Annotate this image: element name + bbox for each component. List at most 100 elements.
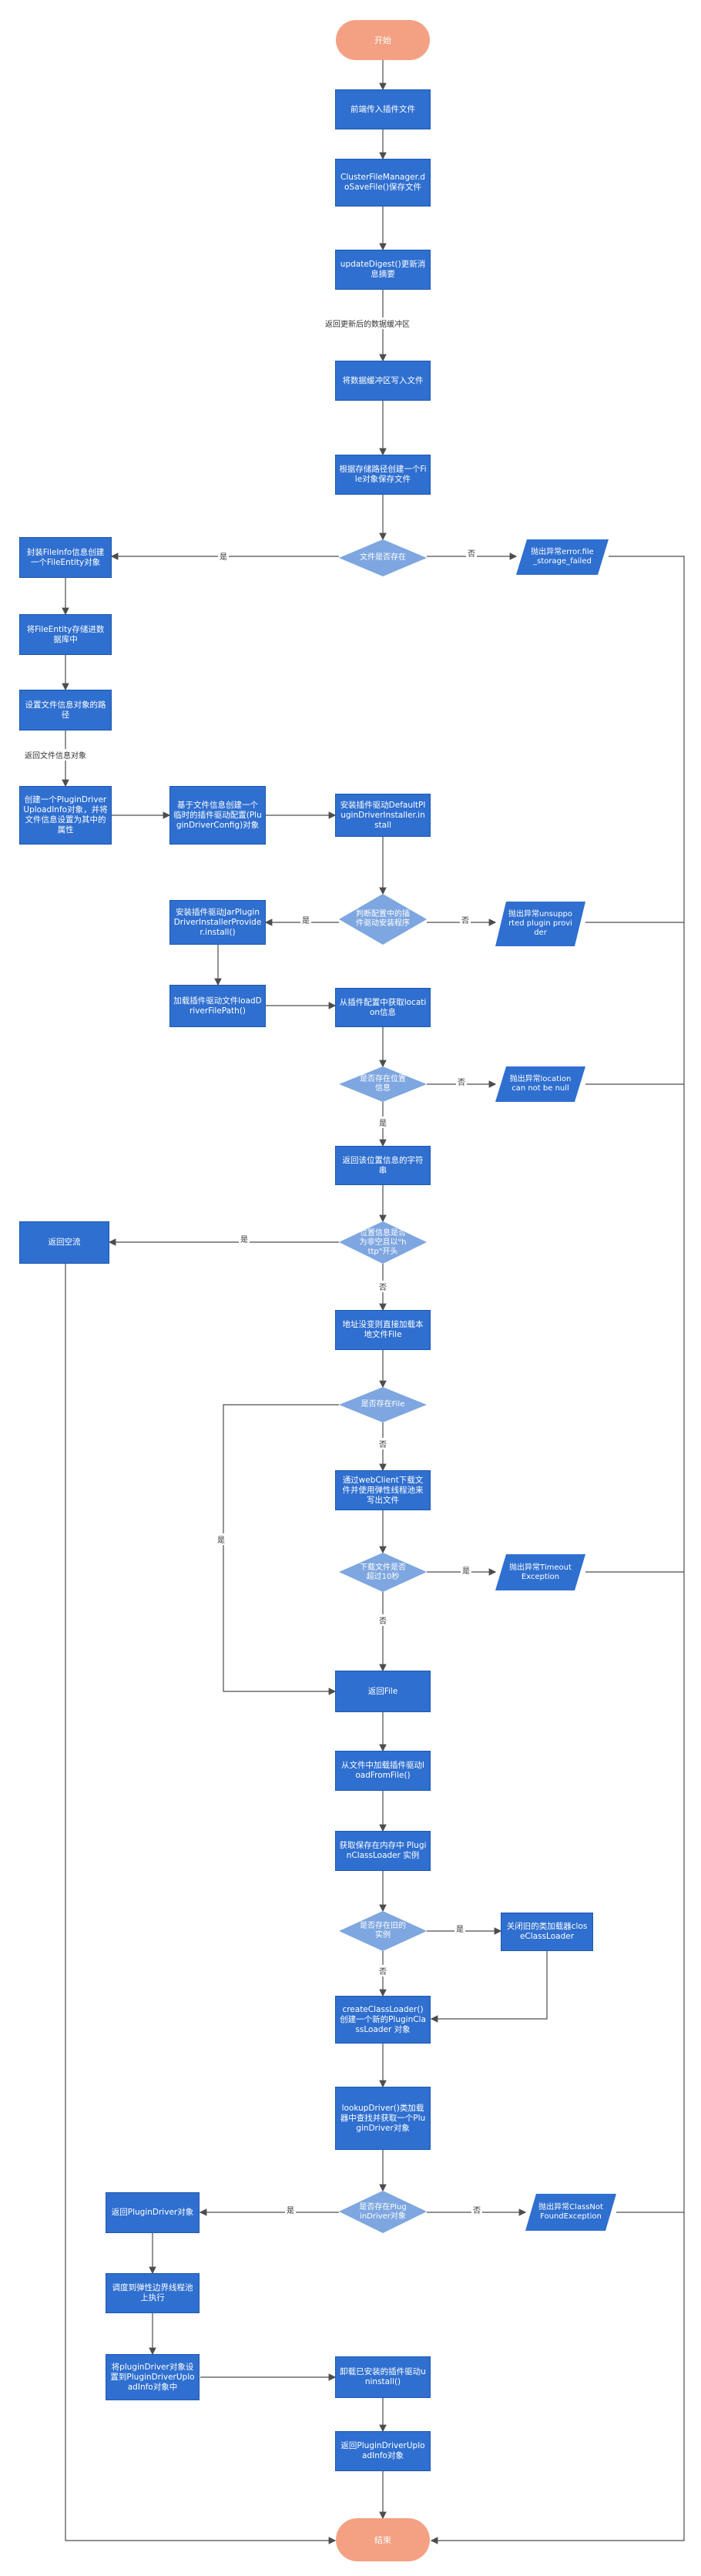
step-text: 调度到弹性边界线程池上执行 <box>112 2283 193 2302</box>
diamond-shape <box>339 1066 427 1102</box>
step-text: 将FileEntity存储进数据库中 <box>26 624 105 644</box>
step-text: 从插件配置中获取location信息 <box>339 997 427 1017</box>
step-text: 前端传入插件文件 <box>350 104 415 114</box>
driver-exists-decision: 是否存在PluginDriver对象 <box>339 2191 427 2233</box>
step-text: 返回空流 <box>48 1238 81 1247</box>
return-empty-stream-step: 返回空流 <box>19 1221 109 1264</box>
no-label: 否 <box>377 1438 388 1449</box>
get-location-step: 从插件配置中获取location信息 <box>335 988 431 1027</box>
yes-label: 是 <box>239 1233 250 1244</box>
decision-text: 位置信息是否为非空且以"http"开头 <box>359 1228 407 1256</box>
decision-text: 是否存在位置信息 <box>360 1075 406 1093</box>
exception-text: 抛出异常ClassNotFoundException <box>538 2203 603 2221</box>
exception-text: 抛出异常location can not be null <box>509 1075 572 1093</box>
no-label: 否 <box>466 547 477 559</box>
yes-label: 是 <box>454 1923 465 1934</box>
parallelogram-shape <box>516 539 609 575</box>
return-plugin-driver-step: 返回PluginDriver对象 <box>106 2192 200 2233</box>
step-text: 卸载已安装的插件驱动uninstall() <box>340 2367 426 2386</box>
diamond-shape <box>339 1911 427 1951</box>
step-text: 基于文件信息创建一个临时的插件驱动配置(PluginDriverConfig)对… <box>173 800 262 830</box>
yes-label: 是 <box>285 2204 296 2215</box>
buffer-return-label: 返回更新后的数据缓冲区 <box>324 317 411 329</box>
class-not-found-exception: 抛出异常ClassNotFoundException <box>525 2194 616 2231</box>
yes-label: 是 <box>377 1117 388 1128</box>
install-driver-step: 安装插件驱动DefaultPluginDriverInstaller.insta… <box>335 794 431 837</box>
step-text: 将pluginDriver对象设置到PluginDriverUploadInfo… <box>110 2362 195 2392</box>
timeout-exception: 抛出异常TimeoutException <box>495 1554 585 1590</box>
create-file-entity-step: 封装FileInfo信息创建一个FileEntity对象 <box>19 537 112 578</box>
return-file-info-label: 返回文件信息对象 <box>23 749 88 761</box>
http-location-decision: 位置信息是否为非空且以"http"开头 <box>339 1221 427 1264</box>
step-text: 从文件中加载插件驱动loadFromFile() <box>341 1761 424 1780</box>
jar-installer-step: 安装插件驱动JarPluginDriverInstallerProvider.i… <box>169 900 266 945</box>
parallelogram-shape <box>525 2194 616 2231</box>
upload-plugin-file-step: 前端传入插件文件 <box>335 89 431 129</box>
step-text: 返回PluginDriver对象 <box>111 2208 194 2217</box>
load-from-file-step: 从文件中加载插件驱动loadFromFile() <box>335 1751 431 1791</box>
diamond-shape <box>339 1387 427 1422</box>
yes-label: 是 <box>218 550 229 562</box>
installer-type-decision: 判断配置中的插件驱动安装程序 <box>339 894 427 945</box>
diamond-shape <box>339 1553 427 1592</box>
parallelogram-shape <box>495 1066 585 1102</box>
no-label: 否 <box>460 914 471 925</box>
decision-text: 判断配置中的插件驱动安装程序 <box>356 910 410 928</box>
step-text: ClusterFileManager.doSaveFile()保存文件 <box>340 173 425 192</box>
start-label: 开始 <box>374 35 391 45</box>
load-driver-file-path-step: 加载插件驱动文件loadDriverFilePath() <box>169 985 266 1027</box>
file-exists-decision: 文件是否存在 <box>339 539 427 576</box>
return-upload-info-step: 返回PluginDriverUploadInfo对象 <box>335 2431 431 2471</box>
return-file-step: 返回File <box>335 1671 431 1712</box>
download-timeout-decision: 下载文件是否超过10秒 <box>339 1553 427 1592</box>
parallelogram-shape <box>495 1554 585 1590</box>
step-text: createClassLoader() 创建一个新的PluginClassLoa… <box>340 2004 426 2034</box>
lookup-driver-step: lookupDriver()类加载器中查找并获取一个PluginDriver对象 <box>335 2087 431 2150</box>
start-terminal: 开始 <box>336 20 430 60</box>
step-text: 返回PluginDriverUploadInfo对象 <box>340 2441 425 2460</box>
location-null-exception: 抛出异常location can not be null <box>495 1066 585 1102</box>
file-storage-failed-exception: 抛出异常error.file_storage_failed <box>516 539 609 575</box>
step-text: 地址没变则直接加载本地文件File <box>342 1320 424 1339</box>
schedule-elastic-step: 调度到弹性边界线程池上执行 <box>106 2273 200 2313</box>
yes-label: 是 <box>300 914 311 925</box>
no-label: 否 <box>471 2204 482 2215</box>
decision-text: 是否存在File <box>361 1400 405 1409</box>
diamond-shape <box>339 894 427 945</box>
decision-text: 文件是否存在 <box>360 553 406 562</box>
get-classloader-step: 获取保存在内存中 PluginClassLoader 实例 <box>335 1831 431 1871</box>
load-local-file-step: 地址没变则直接加载本地文件File <box>335 1310 431 1350</box>
step-text: 安装插件驱动JarPluginDriverInstallerProvider.i… <box>173 907 262 937</box>
close-classloader-step: 关闭旧的类加载器closeClassLoader <box>501 1913 593 1951</box>
exception-text: 抛出异常error.file_storage_failed <box>531 548 594 566</box>
set-driver-upload-info-step: 将pluginDriver对象设置到PluginDriverUploadInfo… <box>106 2354 200 2400</box>
exception-text: 抛出异常TimeoutException <box>509 1563 572 1581</box>
step-text: 设置文件信息对象的路径 <box>25 700 106 720</box>
create-file-object-step: 根据存储路径创建一个File对象保存文件 <box>335 455 431 495</box>
write-buffer-step: 将数据缓冲区写入文件 <box>335 361 431 401</box>
step-text: 关闭旧的类加载器closeClassLoader <box>506 1922 588 1941</box>
step-text: 加载插件驱动文件loadDriverFilePath() <box>173 996 262 1016</box>
diamond-shape <box>339 1221 427 1264</box>
yes-label: 是 <box>216 1533 226 1545</box>
no-label: 否 <box>377 1281 388 1292</box>
yes-label: 是 <box>461 1564 471 1576</box>
location-string-step: 返回该位置信息的字符串 <box>335 1146 431 1185</box>
old-instance-decision: 是否存在旧的实例 <box>339 1911 427 1951</box>
step-text: 安装插件驱动DefaultPluginDriverInstaller.insta… <box>340 800 426 830</box>
end-terminal: 结束 <box>336 2518 430 2561</box>
step-text: 将数据缓冲区写入文件 <box>342 375 424 385</box>
create-classloader-step: createClassLoader() 创建一个新的PluginClassLoa… <box>335 1996 431 2044</box>
no-label: 否 <box>377 1614 388 1626</box>
step-text: 通过webClient下载文件并使用弹性线程池来写出文件 <box>342 1475 424 1505</box>
step-text: 封装FileInfo信息创建一个FileEntity对象 <box>26 547 105 567</box>
parallelogram-shape <box>495 902 585 946</box>
store-file-entity-step: 将FileEntity存储进数据库中 <box>19 614 112 655</box>
step-text: 返回该位置信息的字符串 <box>342 1155 424 1175</box>
no-label: 否 <box>377 1965 388 1977</box>
exception-text: 抛出异常unsupported plugin provider <box>508 910 573 937</box>
decision-text: 是否存在PluginDriver对象 <box>359 2202 407 2221</box>
do-save-file-step: ClusterFileManager.doSaveFile()保存文件 <box>335 159 431 207</box>
no-label: 否 <box>456 1076 467 1087</box>
